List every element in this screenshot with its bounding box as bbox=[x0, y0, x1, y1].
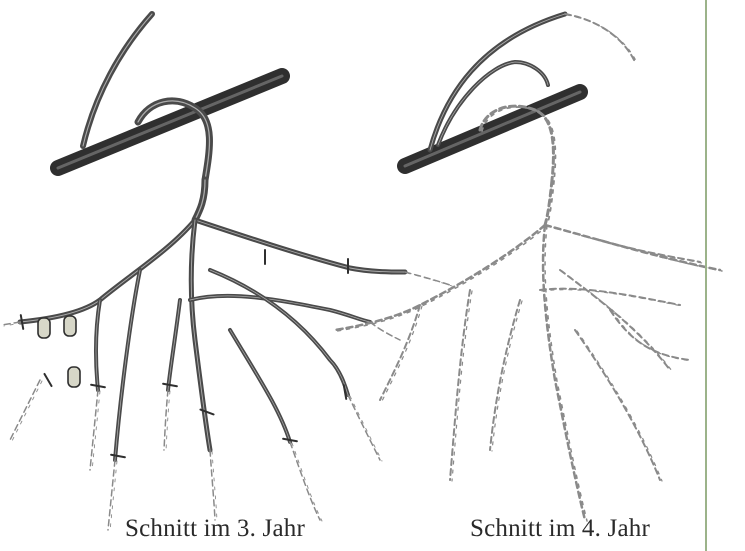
dash-shoot-tip bbox=[565, 14, 635, 62]
page-edge-divider bbox=[705, 0, 707, 551]
old-cane-right-grain bbox=[405, 92, 580, 166]
dash-sub-1-shade bbox=[452, 291, 472, 481]
caption-year-3: Schnitt im 3. Jahr bbox=[125, 515, 305, 543]
dash-arm-center bbox=[543, 225, 585, 520]
dash-arm-right bbox=[545, 225, 720, 270]
dash-sub-8 bbox=[600, 240, 700, 262]
dash-sub-3 bbox=[540, 289, 680, 305]
dash-shoot-tip-shade bbox=[567, 15, 637, 63]
dash-sub-1 bbox=[450, 290, 470, 480]
dash-sub-4 bbox=[560, 270, 670, 370]
dash-sub-5 bbox=[575, 330, 660, 480]
dash-sub-6-shade bbox=[492, 301, 522, 451]
dash-sub-7 bbox=[610, 310, 690, 360]
dash-sub-5-shade bbox=[577, 331, 662, 481]
dash-arm-left bbox=[335, 225, 545, 330]
dash-sub-7-shade bbox=[612, 311, 692, 361]
dash-arm-center-shade bbox=[545, 226, 587, 521]
caption-year-4: Schnitt im 4. Jahr bbox=[470, 515, 650, 543]
